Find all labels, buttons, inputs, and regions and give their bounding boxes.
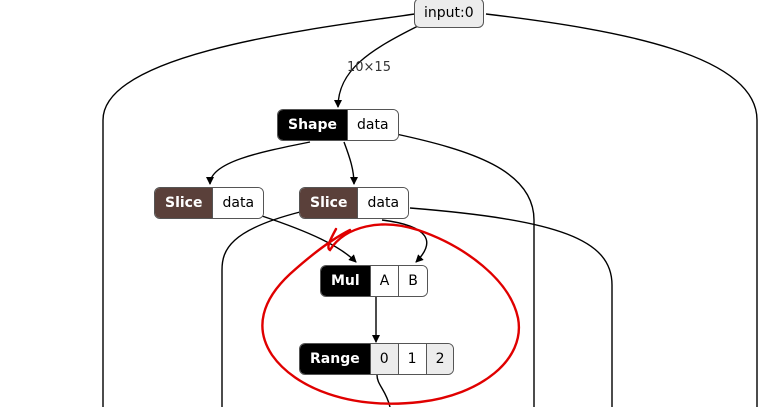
edge-input-shape xyxy=(334,25,419,108)
node-mul-arg-b: B xyxy=(398,266,427,296)
edge-slice1-mul xyxy=(261,215,357,263)
edge-input-left xyxy=(102,13,416,407)
edge-slice2-right xyxy=(409,207,613,407)
node-slice-2[interactable]: Slice data xyxy=(299,187,410,219)
node-shape[interactable]: Shape data xyxy=(277,109,399,141)
edge-input-right xyxy=(485,13,758,407)
edge-shape-right xyxy=(395,133,535,407)
node-range[interactable]: Range 0 1 2 xyxy=(299,343,455,375)
node-shape-op: Shape xyxy=(278,110,348,140)
node-slice-1-op: Slice xyxy=(155,188,213,218)
node-slice-1[interactable]: Slice data xyxy=(154,187,265,219)
node-slice-2-arg-data: data xyxy=(357,188,409,218)
input-node[interactable]: input:0 xyxy=(414,0,484,28)
edge-label-dims: 10×15 xyxy=(347,60,391,75)
edge-shape-slice2 xyxy=(343,141,358,185)
node-range-arg-0: 0 xyxy=(369,344,398,374)
node-mul-op: Mul xyxy=(321,266,370,296)
node-shape-arg-data: data xyxy=(347,110,398,140)
node-range-arg-2: 2 xyxy=(425,344,454,374)
edge-slice2-mul xyxy=(381,219,428,263)
node-range-arg-1: 1 xyxy=(397,344,426,374)
node-mul-arg-a: A xyxy=(369,266,399,296)
red-annotation-circle xyxy=(261,223,521,405)
node-range-op: Range xyxy=(300,344,370,374)
node-slice-1-arg-data: data xyxy=(212,188,264,218)
edge-slice2-left xyxy=(221,211,301,407)
node-slice-2-op: Slice xyxy=(300,188,358,218)
edge-shape-slice1 xyxy=(206,141,311,185)
node-mul[interactable]: Mul A B xyxy=(320,265,428,297)
